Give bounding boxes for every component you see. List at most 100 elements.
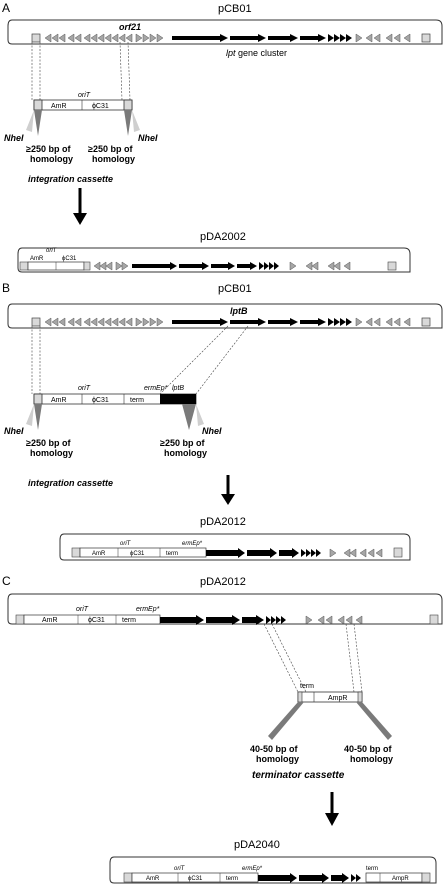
- panel-b-phic31-label: ϕC31: [92, 397, 109, 404]
- panel-c-ermep-label: ermEp*: [136, 606, 160, 613]
- panel-b-result-term: term: [166, 551, 178, 557]
- panel-b-ermep-label: ermEp*: [144, 385, 168, 392]
- panel-b-result-orit: oriT: [120, 541, 132, 547]
- panel-b-cassette-label: integration cassette: [28, 478, 113, 488]
- panel-b-hom-left-1: ≥250 bp of: [26, 438, 71, 448]
- panel-c-hom-left-1: 40-50 bp of: [250, 744, 299, 754]
- panel-a-result-backbone: [17, 247, 411, 273]
- panel-b-left-end-box: [31, 317, 41, 327]
- panel-c-orit-label: oriT: [76, 606, 89, 613]
- panel-b-plasmid-backbone: [7, 303, 443, 329]
- panel-c-result-backbone: [109, 856, 437, 884]
- panel-b-nhei-right: NheI: [202, 426, 222, 436]
- panel-a-right-triangles: [355, 33, 411, 43]
- panel-b-hom-right-1: ≥250 bp of: [160, 438, 205, 448]
- panel-b-hom-right-2: homology: [164, 448, 207, 458]
- panel-b-result-title: pDA2012: [200, 516, 246, 528]
- panel-c-plasmid-backbone: [7, 593, 443, 625]
- panel-b-right-triangles: [355, 317, 411, 327]
- panel-c-result-term2: term: [366, 866, 378, 872]
- panel-a-recombination-lines: [31, 41, 131, 101]
- panel-a-lpt-gene-cluster: [172, 34, 352, 42]
- panel-a-result-title: pDA2002: [200, 231, 246, 243]
- panel-c-result-amr: AmR: [146, 876, 160, 882]
- panel-c-result-term: term: [226, 876, 238, 882]
- panel-a-result-orit: oriT: [46, 248, 58, 254]
- panel-b-lptb-label: lptB: [230, 306, 248, 316]
- panel-a-nhei-right: NheI: [138, 133, 158, 143]
- panel-c-result-orit: oriT: [174, 866, 186, 872]
- panel-c-term-label: term: [122, 617, 136, 624]
- panel-c-cassette-label: terminator cassette: [252, 770, 345, 781]
- panel-c-cas-ampr-label: AmpR: [328, 695, 347, 702]
- panel-b-plasmid-title: pCB01: [218, 283, 252, 295]
- panel-c-genes: [160, 614, 439, 625]
- panel-a-orit-label: oriT: [78, 92, 91, 99]
- panel-c-result-ampr: AmpR: [392, 876, 409, 882]
- panel-c-homology-wedge-right: [356, 702, 392, 740]
- panel-c-result-phic31: ϕC31: [188, 876, 203, 882]
- panel-b-left-triangles: [44, 317, 164, 327]
- panel-b-down-arrow: [221, 475, 235, 505]
- panel-a-hom-right-1: ≥250 bp of: [88, 144, 133, 154]
- panel-c-amr-label: AmR: [42, 617, 58, 624]
- panel-c-down-arrow: [325, 792, 339, 826]
- panel-a-plasmid-backbone: [7, 19, 443, 45]
- panel-a-homology-wedge-left: [34, 110, 42, 136]
- panel-b-letter: B: [2, 281, 10, 295]
- panel-c-plasmid-title: pDA2012: [200, 576, 246, 588]
- panel-a-down-arrow: [73, 188, 87, 225]
- panel-a-hom-left-2: homology: [30, 154, 73, 164]
- panel-a-cassette-label: integration cassette: [28, 174, 113, 184]
- panel-c-hom-right-1: 40-50 bp of: [344, 744, 393, 754]
- panel-b-result-ermep: ermEp*: [182, 541, 203, 547]
- panel-a-right-end-box: [421, 33, 431, 43]
- panel-a-plasmid-title: pCB01: [218, 3, 252, 15]
- panel-b-nhe-wedge-left: [26, 404, 34, 426]
- panel-c-recombination-lines: [263, 623, 363, 693]
- panel-b-right-end-box: [421, 317, 431, 327]
- panel-b-lpt-gene-cluster: [172, 318, 352, 326]
- panel-a-integration-cassette: [33, 99, 133, 111]
- panel-a-result-amr: AmR: [30, 256, 44, 262]
- panel-c-hom-left-2: homology: [256, 754, 299, 764]
- panel-a-left-triangles: [44, 33, 164, 43]
- panel-c-letter: C: [2, 574, 11, 588]
- panel-a-amr-label: AmR: [51, 103, 67, 110]
- panel-a-nhei-left: NheI: [4, 133, 24, 143]
- panel-b-result-phic31: ϕC31: [130, 551, 145, 557]
- panel-b-homology-wedge-right: [182, 404, 196, 430]
- panel-c-result-genes: [258, 873, 361, 883]
- panel-b-orit-label: oriT: [78, 385, 91, 392]
- panel-b-nhei-left: NheI: [4, 426, 24, 436]
- panel-a-orf21-label: orf21: [119, 22, 141, 32]
- panel-c-phic31-label: ϕC31: [88, 617, 105, 624]
- panel-c-result-ermep: ermEp*: [242, 866, 263, 872]
- panel-a-nhe-wedge-left: [26, 110, 34, 132]
- panel-a-result-phic31: ϕC31: [62, 256, 77, 262]
- panel-b-result-amr: AmR: [92, 551, 106, 557]
- panel-a-letter: A: [2, 1, 10, 15]
- panel-c-result-terminator: [365, 872, 431, 883]
- panel-b-lptb-box-label: lptB: [172, 385, 184, 392]
- panel-b-hom-left-2: homology: [30, 448, 73, 458]
- panel-a-hom-left-1: ≥250 bp of: [26, 144, 71, 154]
- panel-b-nhe-wedge-right: [196, 404, 204, 426]
- panel-b-term-label: term: [130, 397, 144, 404]
- panel-a-phic31-label: ϕC31: [92, 103, 109, 110]
- panel-b-homology-wedge-left: [34, 404, 42, 430]
- panel-c-cas-term-label: term: [300, 683, 314, 690]
- panel-a-nhe-wedge-right: [132, 110, 140, 132]
- panel-b-result-backbone: [59, 533, 411, 561]
- panel-b-amr-label: AmR: [51, 397, 67, 404]
- panel-c-result-title: pDA2040: [234, 839, 280, 851]
- panel-a-lpt-label: lpt gene cluster: [226, 48, 287, 58]
- panel-b-recombination-lines: [31, 325, 249, 395]
- panel-a-result-genes: [93, 261, 397, 271]
- panel-a-homology-wedge-right: [124, 110, 132, 136]
- panel-b-result-genes: [206, 547, 403, 558]
- panel-a-hom-right-2: homology: [92, 154, 135, 164]
- panel-c-hom-right-2: homology: [350, 754, 393, 764]
- panel-a-left-end-box: [31, 33, 41, 43]
